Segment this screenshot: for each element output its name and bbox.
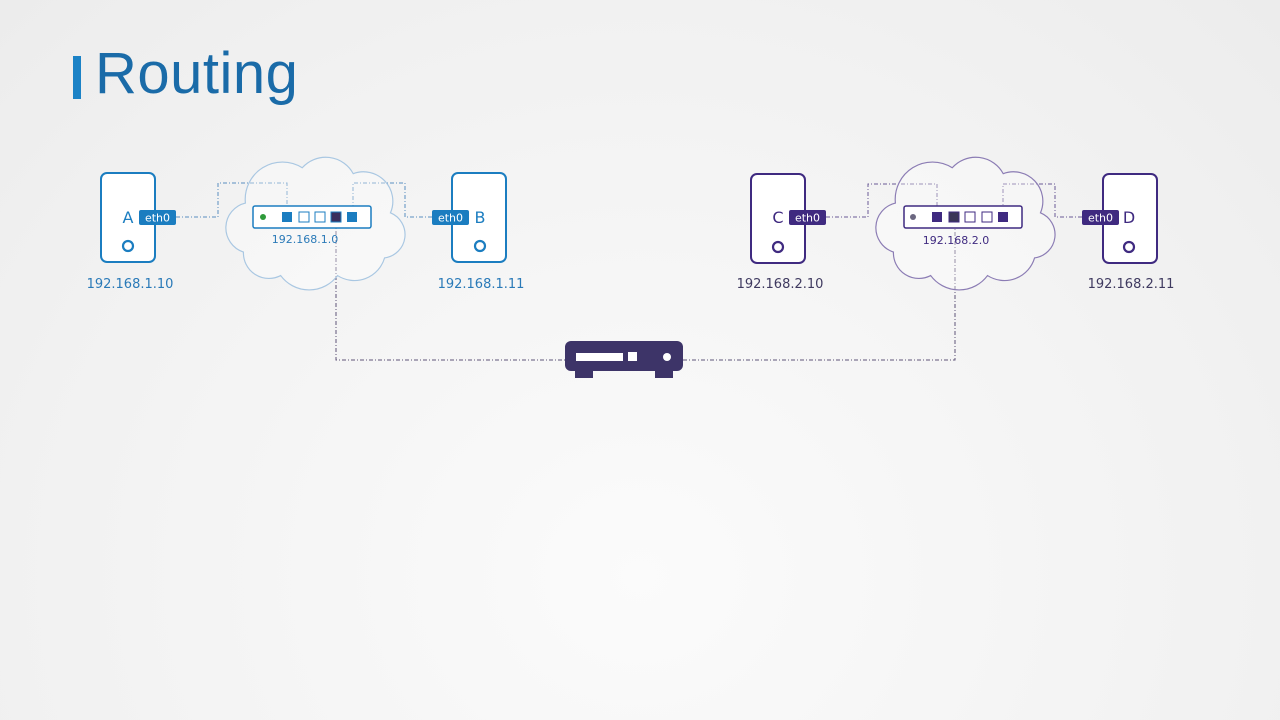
host-ip: 192.168.2.10 xyxy=(737,277,824,292)
port-icon xyxy=(932,212,942,222)
host-c[interactable]: C eth0 192.168.2.10 xyxy=(737,173,826,292)
network-2-address: 192.168.2.0 xyxy=(923,234,989,247)
host-name: C xyxy=(772,208,783,227)
status-led-icon xyxy=(910,214,916,220)
interface-label: eth0 xyxy=(795,212,820,225)
host-a[interactable]: A eth0 192.168.1.10 xyxy=(87,172,176,292)
network-1-cloud: 192.168.1.0 xyxy=(225,156,406,291)
host-name: D xyxy=(1123,208,1135,227)
router-icon[interactable] xyxy=(565,341,683,378)
port-icon xyxy=(964,211,976,223)
host-ip: 192.168.1.11 xyxy=(438,277,525,292)
wire-b-switch1 xyxy=(352,182,432,218)
port-icon xyxy=(314,211,326,223)
interface-badge xyxy=(1082,210,1119,225)
host-name: B xyxy=(475,208,486,227)
host-b[interactable]: B eth0 192.168.1.11 xyxy=(432,172,525,292)
host-ip: 192.168.1.10 xyxy=(87,277,174,292)
power-button-icon xyxy=(1122,240,1136,254)
switch-1 xyxy=(252,205,372,229)
port-icon xyxy=(998,212,1008,222)
port-icon xyxy=(298,211,310,223)
power-button-icon xyxy=(121,239,135,253)
page-title: Routing xyxy=(95,41,299,106)
power-button-icon xyxy=(771,240,785,254)
network-2-cloud: 192.168.2.0 xyxy=(875,156,1056,291)
status-led-icon xyxy=(260,214,266,220)
port-icon xyxy=(981,211,993,223)
interface-badge xyxy=(789,210,826,225)
network-1-address: 192.168.1.0 xyxy=(272,233,338,246)
port-icon xyxy=(282,212,292,222)
port-icon xyxy=(347,212,357,222)
interface-badge xyxy=(432,210,469,225)
port-icon xyxy=(330,211,342,223)
port-icon xyxy=(948,211,960,223)
interface-label: eth0 xyxy=(1088,212,1113,225)
title-accent-bar xyxy=(73,56,81,99)
power-button-icon xyxy=(473,239,487,253)
switch-2 xyxy=(903,205,1023,229)
host-d[interactable]: D eth0 192.168.2.11 xyxy=(1082,173,1175,292)
interface-badge xyxy=(139,210,176,225)
host-ip: 192.168.2.11 xyxy=(1088,277,1175,292)
interface-label: eth0 xyxy=(438,212,463,225)
interface-label: eth0 xyxy=(145,212,170,225)
host-name: A xyxy=(123,208,134,227)
